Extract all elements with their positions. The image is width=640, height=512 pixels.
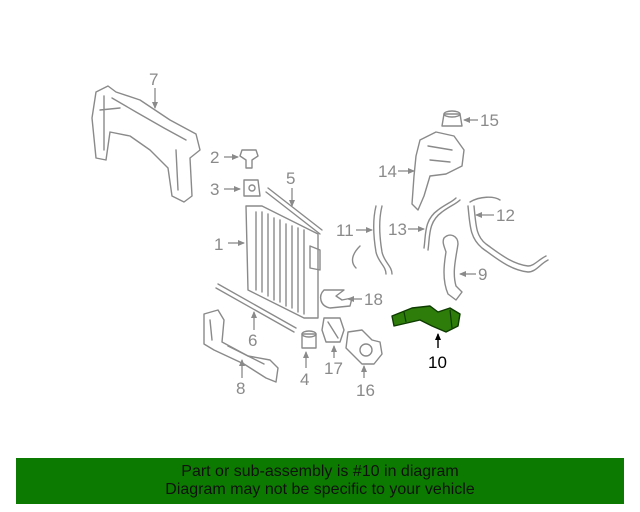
- callout-7: 7: [149, 70, 158, 109]
- callout-15: 15: [463, 111, 499, 130]
- callout-10: 10: [428, 333, 447, 372]
- callout-8-label: 8: [236, 379, 245, 398]
- callout-16-label: 16: [356, 381, 375, 400]
- banner-line-1: Part or sub-assembly is #10 in diagram: [181, 463, 459, 480]
- callout-11-label: 11: [336, 221, 354, 240]
- callout-6-label: 6: [248, 331, 257, 350]
- callout-16: 16: [356, 365, 375, 400]
- part-12-long-hose: [467, 196, 549, 273]
- callout-9: 9: [459, 265, 487, 284]
- part-15-reservoir-cap: [441, 110, 463, 127]
- callout-14-label: 14: [378, 162, 397, 181]
- part-1-radiator: [245, 205, 321, 319]
- callout-7-label: 7: [149, 70, 158, 89]
- callout-12: 12: [475, 206, 515, 225]
- part-7-air-guide: [91, 85, 201, 203]
- callout-17: 17: [324, 345, 343, 378]
- callout-13: 13: [388, 220, 425, 239]
- callout-1: 1: [214, 235, 245, 254]
- callout-13-label: 13: [388, 220, 407, 239]
- callout-15-label: 15: [480, 111, 499, 130]
- callout-18: 18: [347, 290, 383, 309]
- callout-4: 4: [300, 351, 309, 389]
- part-4-grommet: [301, 330, 317, 349]
- part-6-lower-seal: [215, 283, 297, 333]
- part-8-lower-air-guide: [203, 309, 279, 383]
- part-14-reservoir: [411, 131, 465, 211]
- callout-18-label: 18: [364, 290, 383, 309]
- part-16-thermostat-housing: [345, 329, 383, 365]
- callout-3-label: 3: [210, 180, 219, 199]
- callout-5: 5: [286, 169, 295, 207]
- callout-2: 2: [210, 148, 239, 167]
- part-9-upper-hose: [442, 234, 463, 301]
- part-10-lower-hose-highlighted: [391, 305, 461, 333]
- callout-1-label: 1: [214, 235, 223, 254]
- callout-2-label: 2: [210, 148, 219, 167]
- part-3-bracket: [243, 179, 261, 197]
- callout-11: 11: [336, 221, 373, 240]
- banner-line-2: Diagram may not be specific to your vehi…: [165, 481, 475, 498]
- callout-5-label: 5: [286, 169, 295, 188]
- part-2-bleed-screw: [239, 149, 259, 169]
- callout-8: 8: [236, 359, 245, 398]
- part-11-hose: [351, 205, 393, 275]
- part-18-clamp: [319, 289, 353, 309]
- callout-3: 3: [210, 180, 241, 199]
- callout-9-label: 9: [478, 265, 487, 284]
- callout-10-label: 10: [428, 353, 447, 372]
- callout-6: 6: [248, 311, 257, 350]
- callout-14: 14: [378, 162, 415, 181]
- callout-4-label: 4: [300, 370, 309, 389]
- info-banner: Part or sub-assembly is #10 in diagram D…: [16, 458, 624, 504]
- part-17-mount: [321, 317, 345, 343]
- callout-17-label: 17: [324, 359, 343, 378]
- part-13-hose: [423, 197, 461, 251]
- callout-12-label: 12: [496, 206, 515, 225]
- part-5-seal-strip: [265, 187, 323, 235]
